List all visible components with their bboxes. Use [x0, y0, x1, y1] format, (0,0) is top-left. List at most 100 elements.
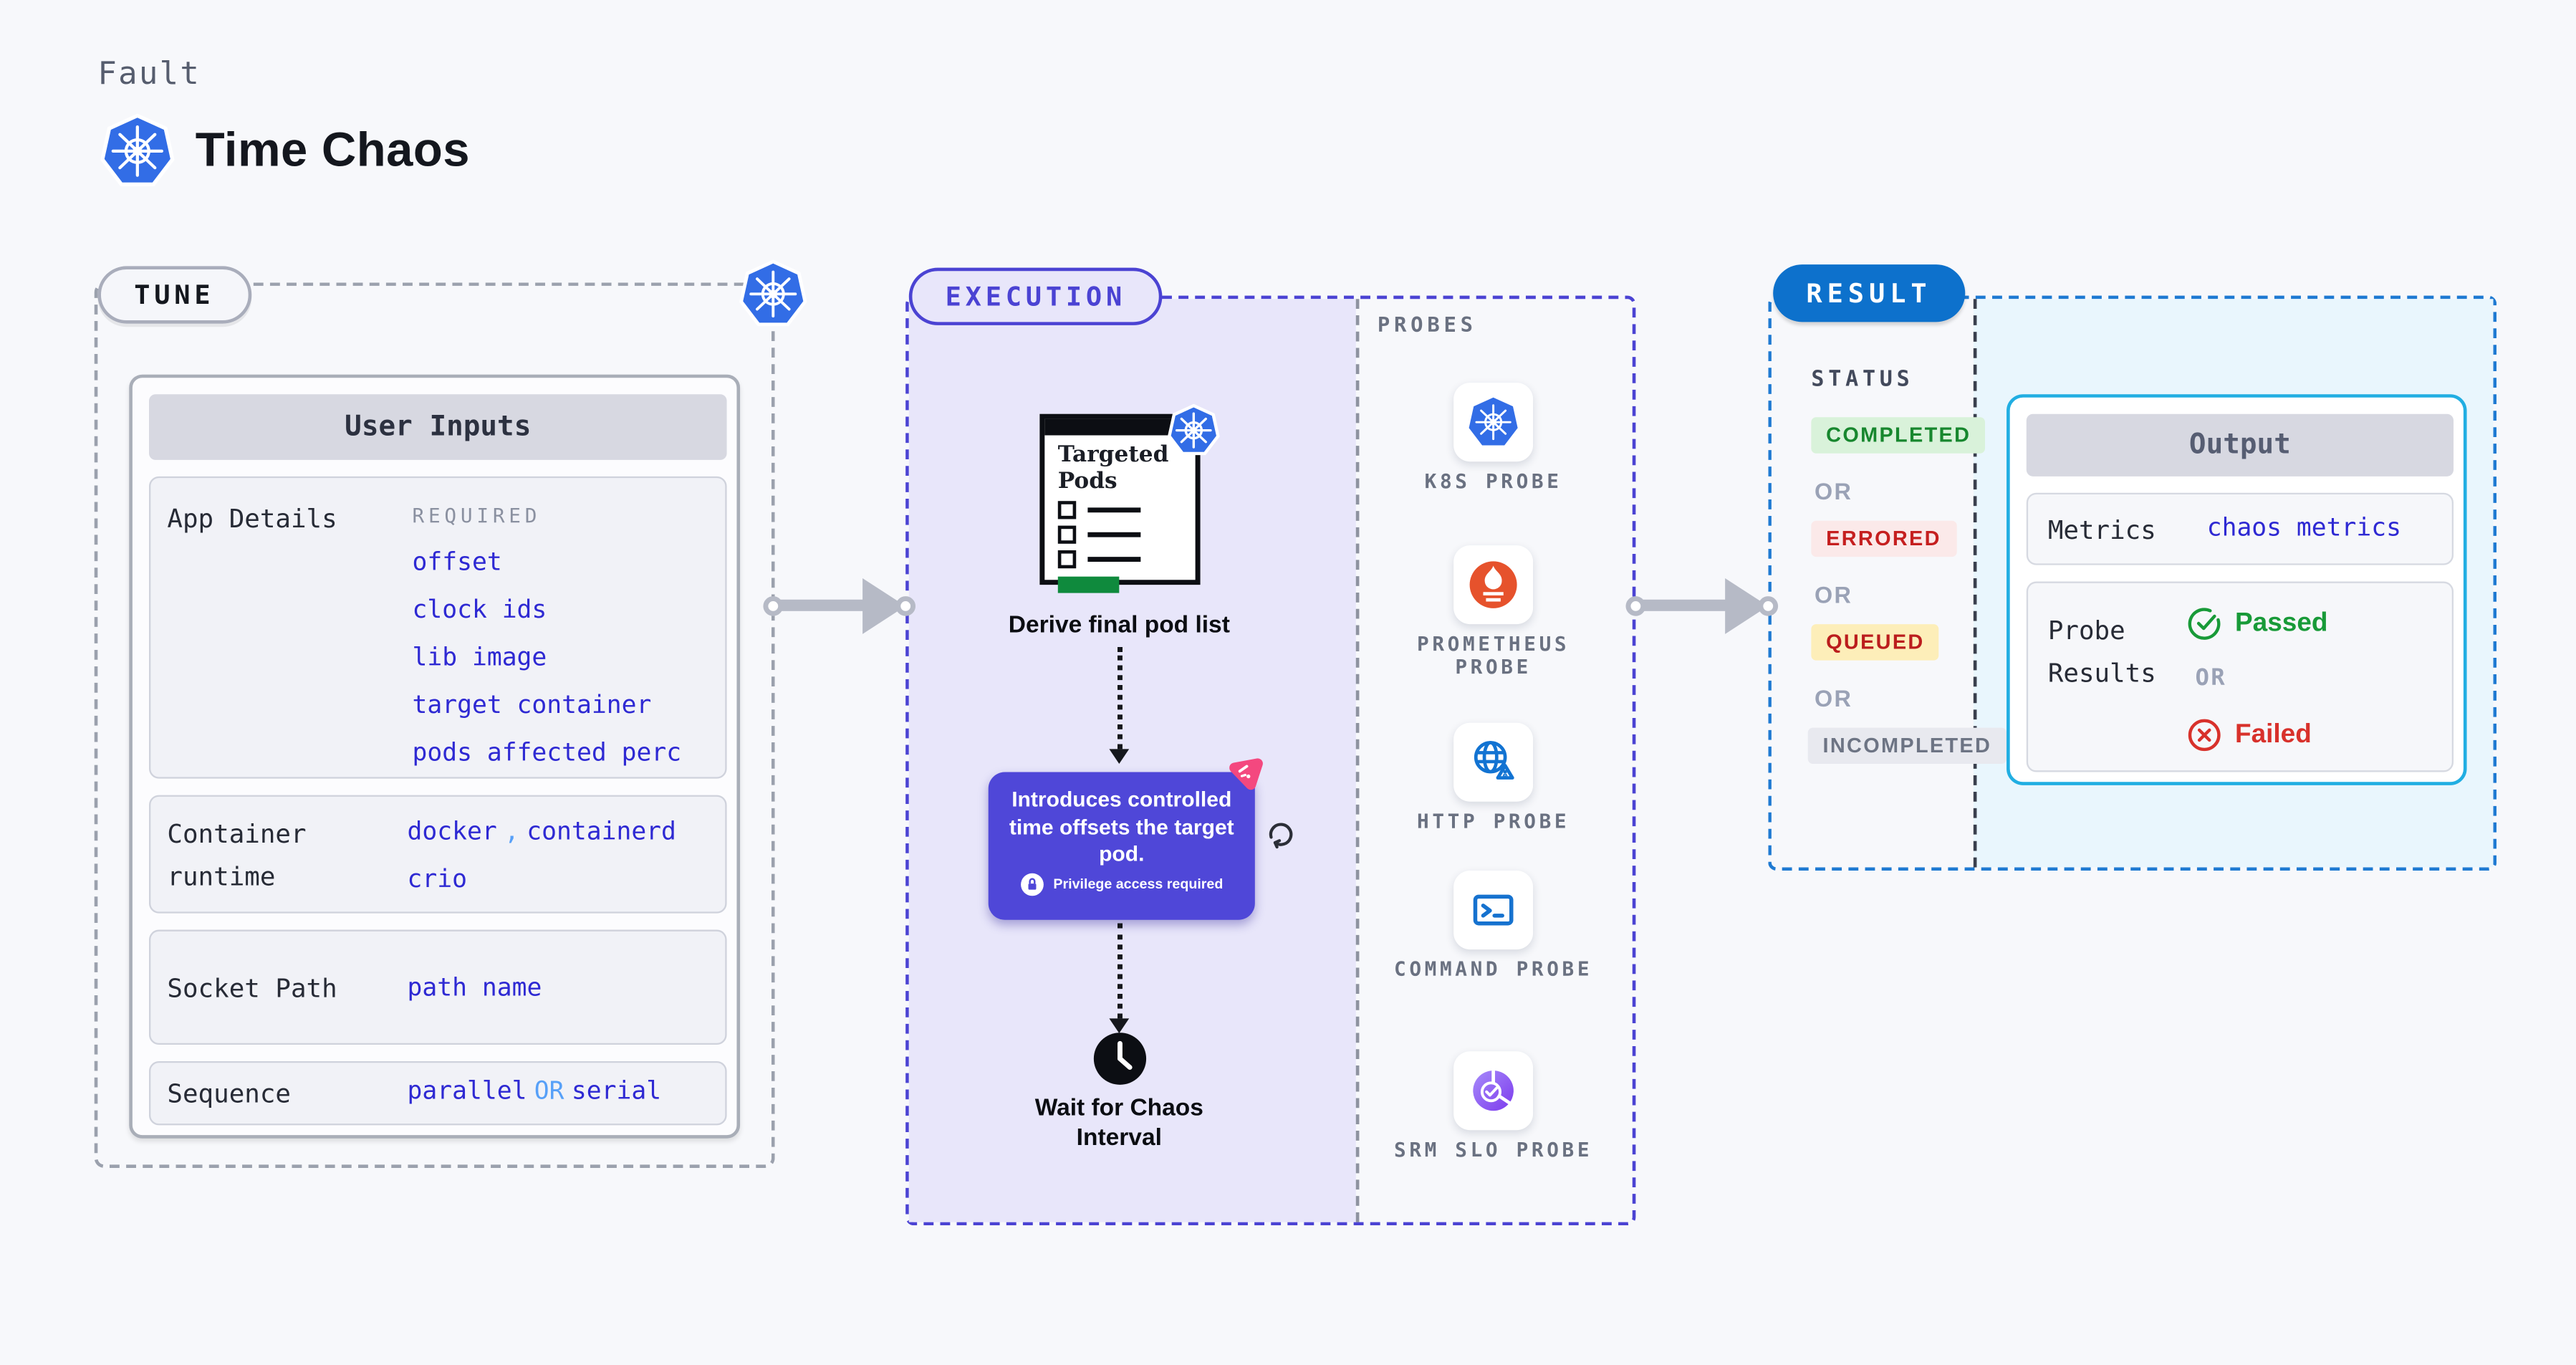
- privilege-badge-text: Privilege access required: [1053, 875, 1224, 892]
- link-path-name[interactable]: path name: [407, 972, 542, 1002]
- status-badge-completed: COMPLETED: [1811, 417, 1986, 454]
- note-text: Introduces controlled time offsets the t…: [1009, 787, 1234, 866]
- connector-node: [895, 596, 916, 616]
- pod-line: [1087, 532, 1141, 537]
- status-badge-errored: ERRORED: [1811, 520, 1956, 557]
- link-clock-ids[interactable]: clock ids: [412, 594, 547, 625]
- link-docker[interactable]: docker: [407, 816, 497, 846]
- targeted-pods-title-line1: Targeted: [1057, 441, 1169, 469]
- arrow-down-icon: [1109, 1018, 1130, 1033]
- flow-connector: [1117, 923, 1123, 1019]
- http-probe-label: HTTP PROBE: [1417, 810, 1570, 833]
- passed-check-icon: [2187, 606, 2222, 641]
- metrics-row: Metrics chaos metrics: [2026, 492, 2454, 565]
- flow-connector: [1117, 647, 1123, 749]
- status-badge-queued: QUEUED: [1811, 624, 1940, 661]
- execution-probes-divider: [1355, 299, 1360, 1222]
- runtime-separator: ,: [504, 816, 519, 846]
- link-lib-image[interactable]: lib image: [412, 642, 547, 672]
- or-label: OR: [1814, 581, 1853, 608]
- kubernetes-icon: [739, 258, 808, 330]
- sequence-or: OR: [534, 1076, 564, 1106]
- user-inputs-card: User Inputs App Details REQUIRED offset …: [129, 374, 741, 1139]
- srm-slo-probe-icon: [1453, 1051, 1534, 1131]
- pod-line: [1087, 557, 1141, 562]
- pod-checkbox-row: [1057, 550, 1182, 569]
- command-probe-icon: [1453, 871, 1534, 950]
- passed-text: Passed: [2234, 608, 2328, 637]
- wait-step-line2: Interval: [1076, 1125, 1162, 1152]
- link-serial[interactable]: serial: [571, 1076, 662, 1106]
- fault-eyebrow: Fault: [97, 55, 201, 92]
- probe-results-label-line1: Probe: [2047, 616, 2125, 646]
- probe-results-label-line2: Results: [2047, 658, 2156, 689]
- required-tag: REQUIRED: [412, 504, 542, 527]
- app-details-row: App Details REQUIRED offset clock ids li…: [148, 476, 727, 779]
- or-label: OR: [1814, 684, 1853, 712]
- pod-line: [1087, 507, 1141, 512]
- pod-checkbox-row: [1057, 501, 1182, 519]
- kubernetes-icon: [1167, 403, 1220, 459]
- checkbox-icon: [1057, 550, 1077, 569]
- container-runtime-label-line2: runtime: [167, 862, 276, 892]
- time-offset-note: Introduces controlled time offsets the t…: [988, 772, 1255, 920]
- link-parallel[interactable]: parallel: [407, 1076, 527, 1106]
- user-inputs-header: User Inputs: [148, 394, 727, 460]
- or-label: OR: [2195, 665, 2227, 692]
- socket-path-row: Socket Path path name: [148, 929, 727, 1045]
- link-crio[interactable]: crio: [407, 863, 468, 894]
- connector-node: [1625, 596, 1646, 616]
- tune-pill: TUNE: [97, 266, 251, 324]
- status-title: STATUS: [1811, 368, 1914, 393]
- link-chaos-metrics[interactable]: chaos metrics: [2206, 512, 2402, 542]
- sequence-row: Sequence parallel OR serial: [148, 1060, 727, 1126]
- arrow-down-icon: [1109, 749, 1130, 765]
- tune-panel: [94, 282, 775, 1168]
- checkbox-icon: [1057, 525, 1077, 544]
- checkbox-icon: [1057, 501, 1077, 519]
- targeted-pods-title-line2: Pods: [1057, 468, 1118, 495]
- app-details-label: App Details: [167, 504, 337, 535]
- k8s-probe-icon: [1453, 383, 1534, 462]
- srm-slo-probe-label: SRM SLO PROBE: [1394, 1138, 1593, 1162]
- command-probe-label: COMMAND PROBE: [1394, 957, 1593, 981]
- failed-x-icon: [2187, 718, 2222, 752]
- targeted-pods-titlebar: [1044, 418, 1196, 436]
- prometheus-probe-label: PROMETHEUS PROBE: [1417, 632, 1570, 679]
- connector-node: [763, 596, 784, 616]
- progress-bar: [1057, 576, 1120, 593]
- output-card: Output Metrics chaos metrics Probe Resul…: [2007, 394, 2467, 785]
- link-pods-affected-perc[interactable]: pods affected perc: [412, 737, 682, 767]
- status-badge-incompleted: INCOMPLETED: [1807, 727, 2007, 765]
- prometheus-probe-icon: [1453, 545, 1534, 625]
- http-probe-icon: [1453, 722, 1534, 802]
- failed-text: Failed: [2234, 720, 2312, 749]
- probes-title: PROBES: [1377, 312, 1477, 337]
- container-runtime-label-line1: Container: [167, 819, 307, 850]
- status-output-divider: [1973, 299, 1977, 868]
- link-target-container[interactable]: target container: [412, 689, 652, 720]
- clock-icon: [1092, 1032, 1147, 1086]
- derive-pod-list-step: Derive final pod list: [1008, 613, 1230, 639]
- chaos-fault-icon: [1222, 751, 1264, 792]
- socket-path-label: Socket Path: [167, 974, 337, 1004]
- tune-to-execution-arrow-line: [773, 599, 873, 611]
- link-offset[interactable]: offset: [412, 547, 502, 577]
- kubernetes-icon: [100, 112, 176, 191]
- k8s-probe-label: K8S PROBE: [1424, 469, 1562, 493]
- sequence-label: Sequence: [167, 1079, 291, 1109]
- metrics-label: Metrics: [2047, 515, 2156, 546]
- retry-loop-icon: [1263, 816, 1298, 851]
- page-title: Time Chaos: [195, 125, 471, 178]
- link-containerd[interactable]: containerd: [527, 816, 676, 846]
- or-label: OR: [1814, 478, 1853, 504]
- connector-node: [1758, 596, 1779, 616]
- output-header: Output: [2026, 413, 2454, 476]
- execution-pill: EXECUTION: [908, 267, 1163, 325]
- pod-checkbox-row: [1057, 525, 1182, 544]
- result-pill: RESULT: [1773, 264, 1965, 322]
- container-runtime-row: Container runtime docker , containerd cr…: [148, 795, 727, 914]
- probe-results-row: Probe Results Passed OR Failed: [2026, 581, 2454, 772]
- probes-to-result-arrow-line: [1635, 599, 1736, 611]
